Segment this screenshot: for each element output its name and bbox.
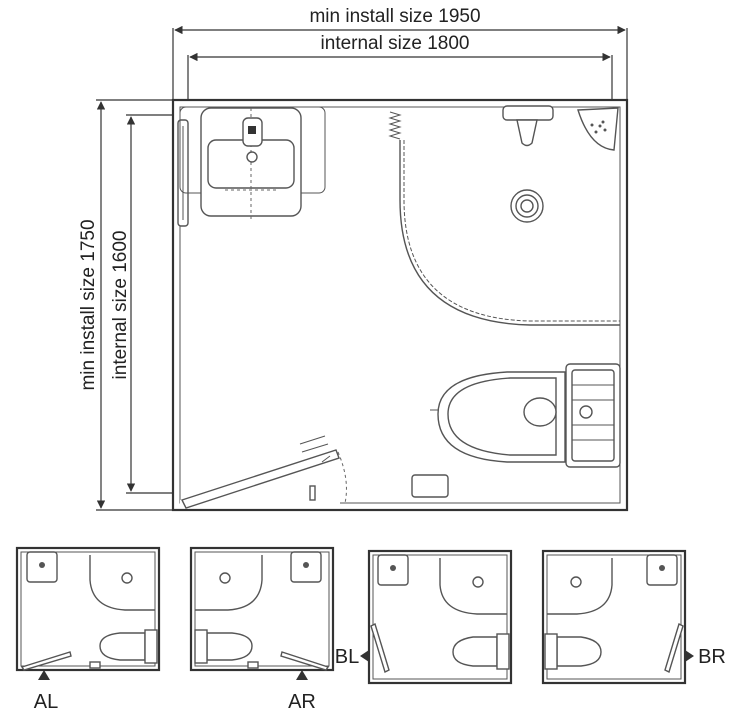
variant-bl-label: BL (335, 646, 359, 668)
outer-wall (171, 98, 629, 512)
door-arrow-icon (685, 650, 694, 662)
shower-area (388, 105, 620, 326)
variant-ar-plan (189, 546, 335, 680)
inner-wall (179, 106, 621, 504)
door-arrow-icon (360, 650, 369, 662)
main-plan (171, 98, 629, 512)
depth-dimensions: min install size 1750 internal size 1600 (78, 99, 173, 511)
shower-mixer-icon (502, 105, 554, 147)
shower-hose (388, 111, 402, 140)
width-dimensions: min install size 1950 internal size 1800 (172, 6, 628, 100)
min-install-width-label: min install size 1950 (309, 6, 480, 27)
toilet (430, 363, 621, 468)
variant-al-plan (15, 546, 161, 680)
variant-ar-label: AR (288, 691, 316, 713)
internal-width-label: internal size 1800 (321, 33, 470, 54)
variant-br-plan (541, 549, 694, 685)
shower-head-icon (577, 107, 619, 151)
floor-vent (411, 474, 449, 498)
variant-br-label: BR (698, 646, 726, 668)
door-arrow-icon (38, 670, 50, 680)
variant-bl-plan (360, 549, 513, 685)
door-arrow-icon (296, 670, 308, 680)
min-install-depth-label: min install size 1750 (78, 219, 99, 390)
variant-al-label: AL (34, 691, 58, 713)
internal-depth-label: internal size 1600 (110, 231, 131, 380)
washbasin (179, 106, 326, 222)
door (180, 435, 347, 509)
